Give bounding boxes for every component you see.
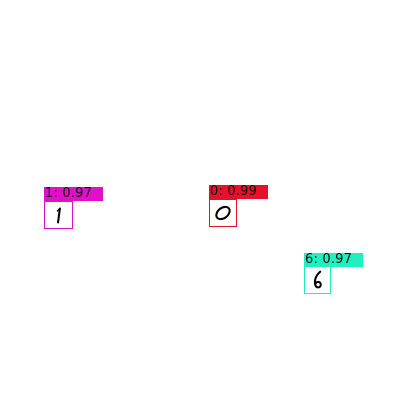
detection-label: 0: 0.99 [209, 185, 268, 199]
handwritten-digit-1 [56, 207, 61, 224]
bounding-box [44, 201, 73, 229]
detection-label: 1: 0.97 [44, 187, 103, 201]
handwritten-digit-6 [313, 270, 322, 289]
bounding-box [209, 199, 237, 227]
detection-label: 6: 0.97 [304, 253, 363, 267]
bounding-box [304, 266, 331, 294]
handwritten-digit-0 [215, 205, 231, 221]
